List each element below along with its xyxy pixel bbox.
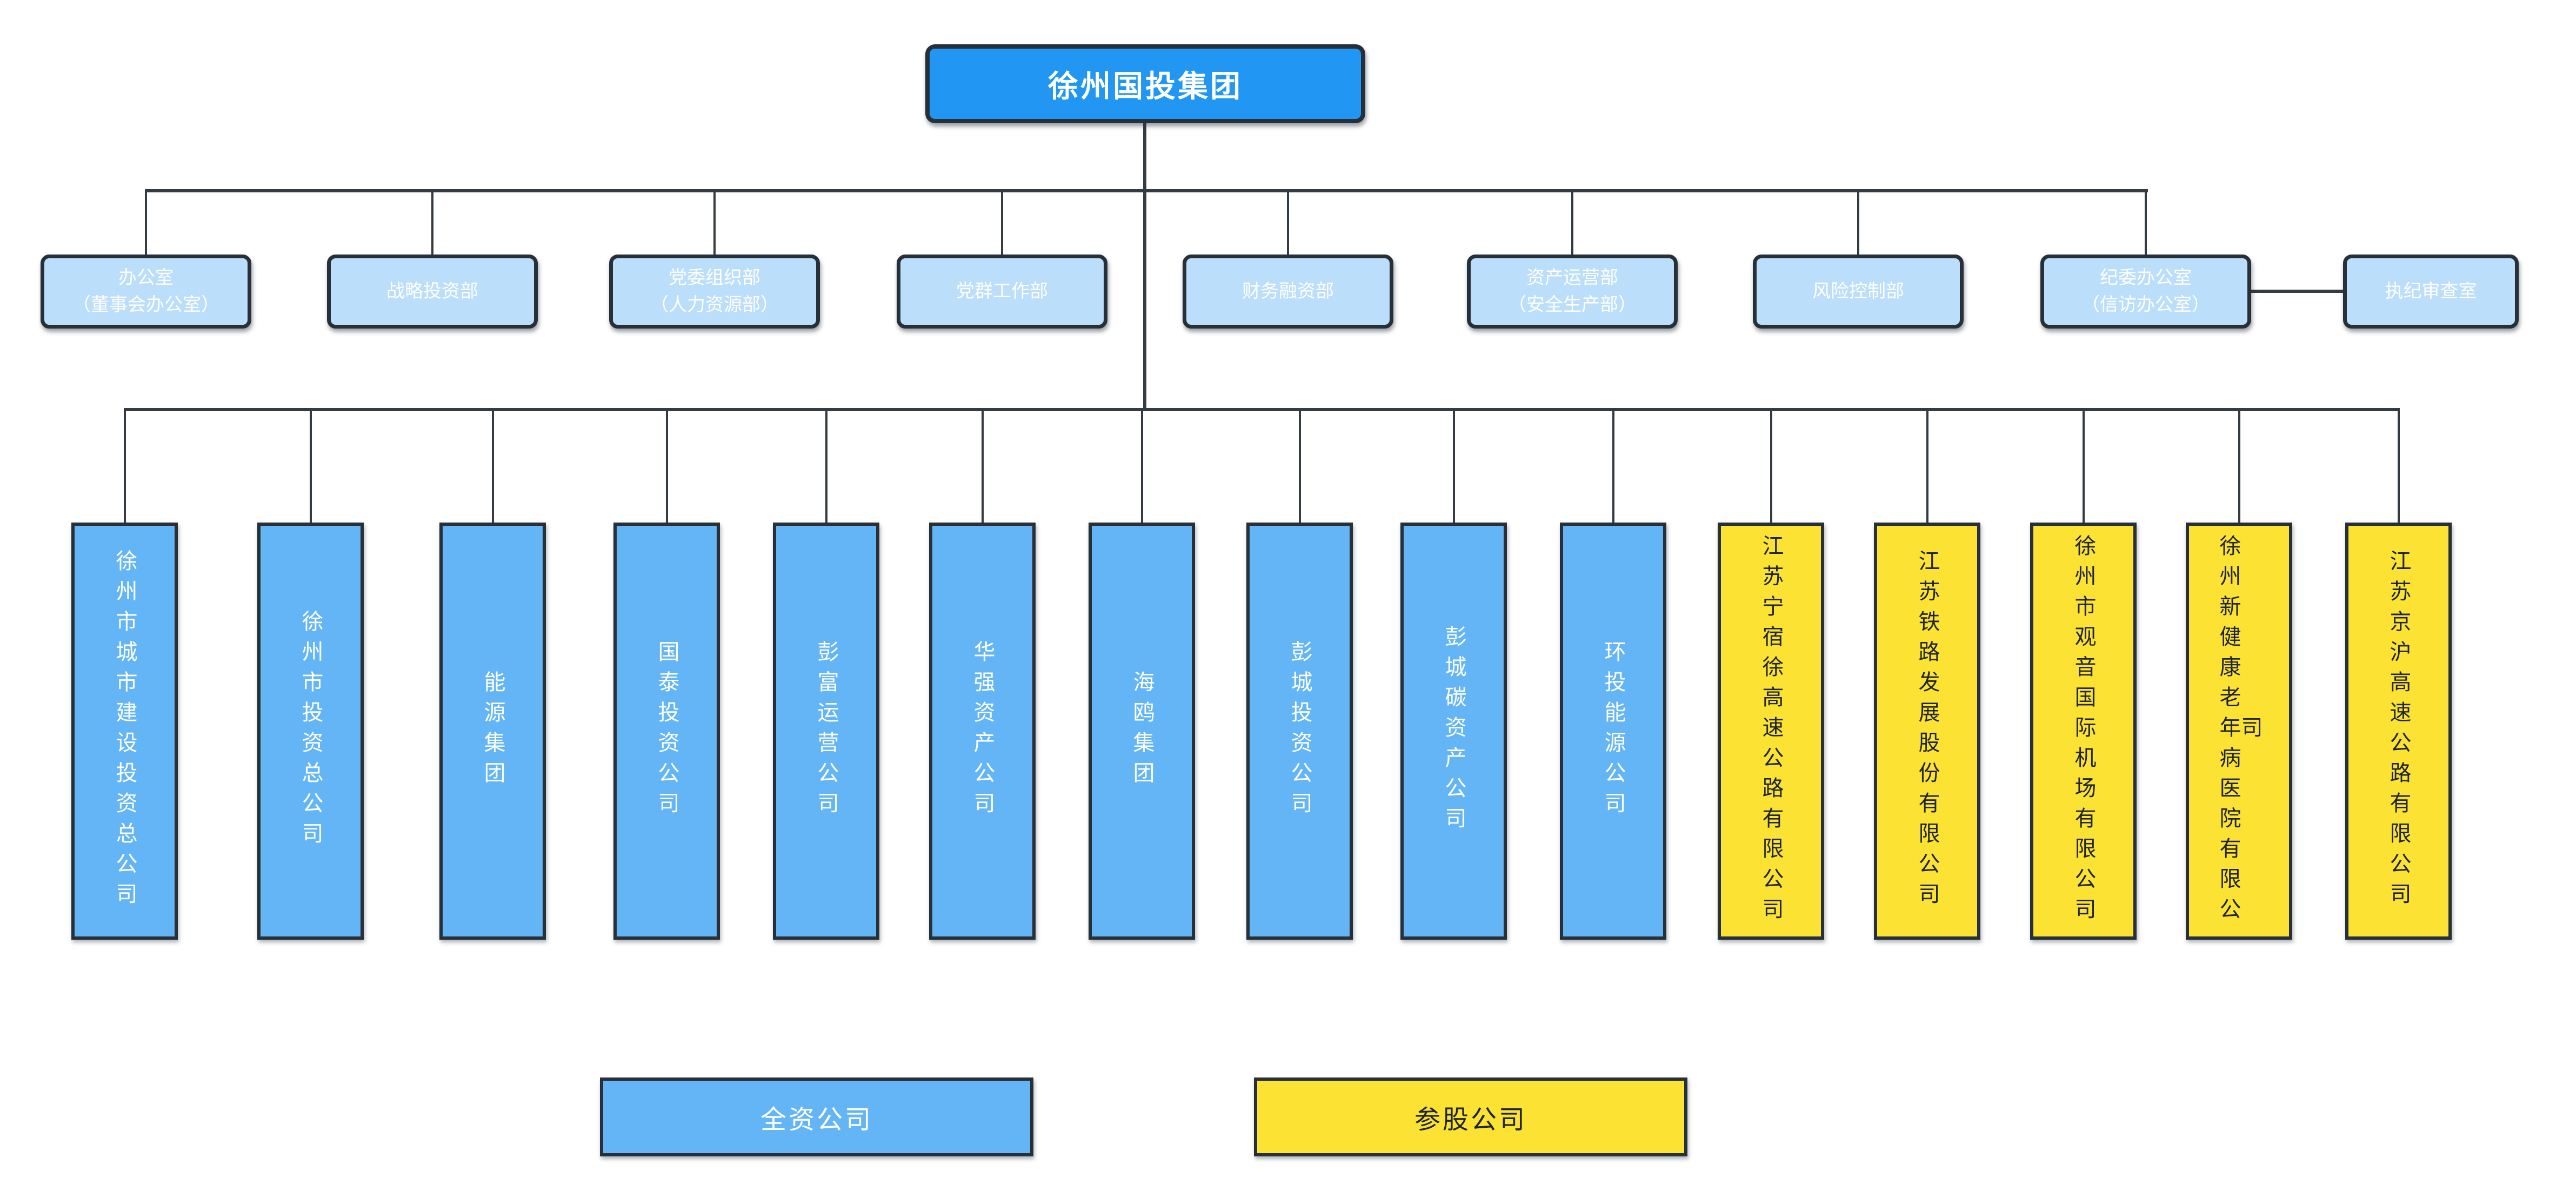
connector-drop-dept-3 bbox=[713, 191, 716, 255]
connector-drop-dept-6 bbox=[1571, 191, 1573, 255]
connector-drop-company-10 bbox=[1612, 410, 1614, 523]
connector-drop-company-9 bbox=[1453, 410, 1455, 523]
connector-drop-dept-1 bbox=[145, 191, 147, 255]
connector-root-trunk bbox=[1143, 123, 1146, 411]
legend-wholly-owned: 全资公司 bbox=[600, 1077, 1033, 1156]
dept-node-discipline-review: 执纪审查室 bbox=[2343, 255, 2519, 329]
connector-drop-dept-4 bbox=[1001, 191, 1003, 255]
company-node-9: 彭城碳资产公司 bbox=[1400, 523, 1507, 940]
company-node-11: 江苏宁宿徐高速公路有限公司 bbox=[1718, 523, 1824, 940]
company-node-14: 徐州新健康老年病医院有限公司 bbox=[2186, 523, 2292, 940]
dept-node-finance-financing: 财务融资部 bbox=[1183, 255, 1393, 329]
dept-node-party-organization: 党委组织部 （人力资源部） bbox=[609, 255, 820, 329]
connector-drop-company-6 bbox=[982, 410, 984, 523]
connector-bus-companies bbox=[124, 408, 2400, 411]
dept-node-strategic-investment: 战略投资部 bbox=[327, 255, 538, 329]
company-node-7: 海鸥集团 bbox=[1089, 523, 1195, 940]
dept-node-office: 办公室 （董事会办公室） bbox=[41, 255, 251, 329]
dept-node-discipline-office: 纪委办公室 （信访办公室） bbox=[2040, 255, 2251, 329]
connector-drop-company-15 bbox=[2398, 410, 2400, 523]
company-node-15: 江苏京沪高速公路有限公司 bbox=[2345, 523, 2452, 940]
connector-drop-dept-7 bbox=[1857, 191, 1859, 255]
org-node-root: 徐州国投集团 bbox=[925, 44, 1365, 123]
company-node-10: 环投能源公司 bbox=[1560, 523, 1666, 940]
dept-node-asset-operation: 资产运营部 （安全生产部） bbox=[1467, 255, 1678, 329]
dept-node-party-masses-work: 党群工作部 bbox=[897, 255, 1107, 329]
company-node-5: 彭富运营公司 bbox=[773, 523, 879, 940]
dept-node-risk-control: 风险控制部 bbox=[1753, 255, 1964, 329]
connector-bus-departments bbox=[145, 189, 2148, 192]
company-node-1: 徐州市城市建设投资总公司 bbox=[71, 523, 178, 940]
connector-drop-company-13 bbox=[2083, 410, 2085, 523]
connector-drop-company-4 bbox=[666, 410, 668, 523]
connector-drop-company-8 bbox=[1299, 410, 1301, 523]
connector-drop-dept-2 bbox=[431, 191, 433, 255]
company-node-6: 华强资产公司 bbox=[929, 523, 1036, 940]
connector-drop-company-7 bbox=[1141, 410, 1143, 523]
connector-drop-company-14 bbox=[2238, 410, 2240, 523]
connector-drop-dept-8 bbox=[2145, 191, 2147, 255]
company-node-12: 江苏铁路发展股份有限公司 bbox=[1874, 523, 1980, 940]
connector-drop-company-11 bbox=[1770, 410, 1772, 523]
connector-drop-company-3 bbox=[492, 410, 494, 523]
company-node-3: 能源集团 bbox=[439, 523, 546, 940]
connector-drop-company-2 bbox=[310, 410, 312, 523]
company-node-2: 徐州市投资总公司 bbox=[257, 523, 364, 940]
connector-drop-company-1 bbox=[124, 410, 126, 523]
company-node-13: 徐州市观音国际机场有限公司 bbox=[2030, 523, 2137, 940]
connector-drop-dept-5 bbox=[1287, 191, 1289, 255]
company-node-4: 国泰投资公司 bbox=[613, 523, 720, 940]
connector-drop-company-5 bbox=[825, 410, 827, 523]
connector-drop-company-12 bbox=[1926, 410, 1928, 523]
company-node-8: 彭城投资公司 bbox=[1246, 523, 1353, 940]
connector-dept8-dept9 bbox=[2251, 290, 2343, 293]
legend-equity-participation: 参股公司 bbox=[1254, 1077, 1687, 1156]
